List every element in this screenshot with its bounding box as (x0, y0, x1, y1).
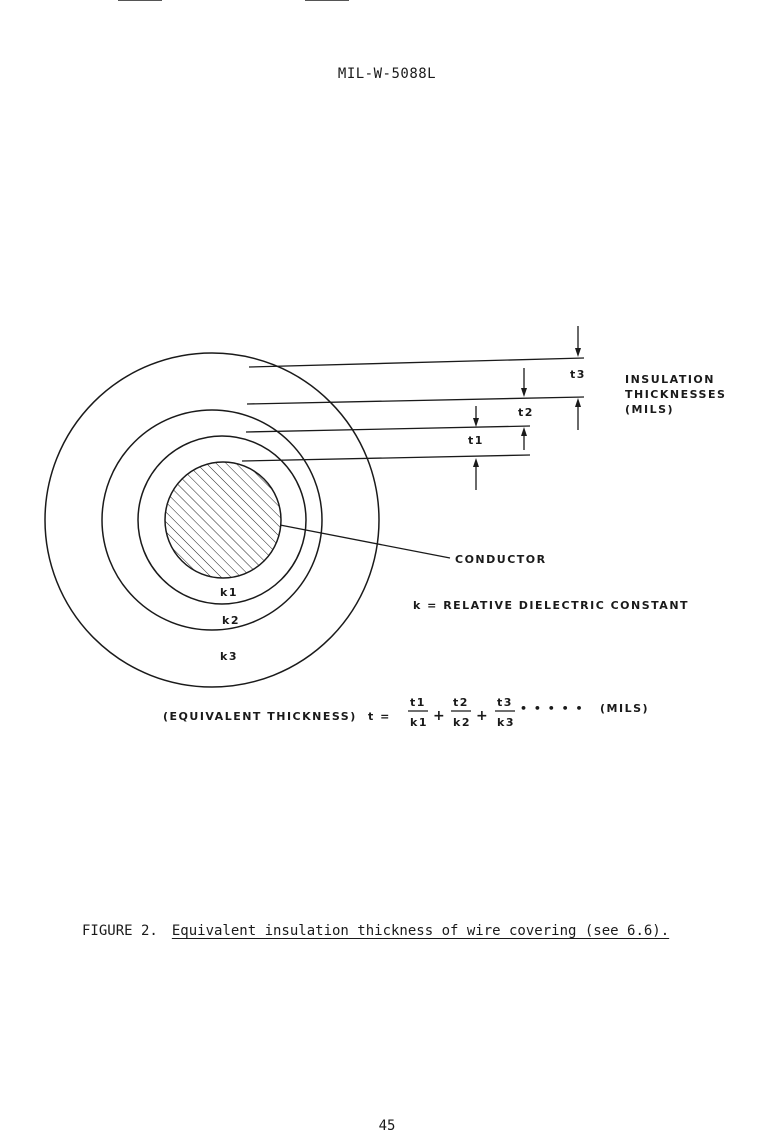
label-k1: k1 (220, 586, 238, 599)
label-dielectric-constant: k = RELATIVE DIELECTRIC CONSTANT (413, 599, 689, 612)
top-rule-left (118, 0, 162, 1)
insulation-layer-2 (101, 409, 323, 631)
equation-den-1: k1 (410, 716, 428, 729)
label-insulation-line1: INSULATION (625, 373, 715, 386)
label-k3: k3 (220, 650, 238, 663)
label-insulation-line3: (MILS) (625, 403, 674, 416)
label-t3: t3 (570, 368, 586, 381)
extension-line-conductor (241, 454, 531, 462)
conductor-leader-line (279, 524, 451, 559)
figure-caption-label: FIGURE 2. (82, 923, 158, 939)
equation-plus-2: + (476, 708, 489, 724)
equation-prefix: (EQUIVALENT THICKNESS) (163, 710, 357, 723)
label-t1: t1 (468, 434, 484, 447)
equation-dots: • • • • • (520, 702, 584, 715)
equation-unit: (MILS) (600, 702, 649, 715)
t3-arrowhead-down (575, 348, 581, 357)
extension-line-outer (248, 357, 585, 368)
equation-plus-1: + (433, 708, 446, 724)
label-t2: t2 (518, 406, 534, 419)
equation-num-1: t1 (410, 696, 426, 709)
label-conductor: CONDUCTOR (455, 553, 547, 566)
equation-num-2: t2 (453, 696, 469, 709)
label-k2: k2 (222, 614, 240, 627)
label-insulation-line2: THICKNESSES (625, 388, 726, 401)
t2-arrowhead-up (521, 427, 527, 436)
equation-den-2: k2 (453, 716, 471, 729)
page-number: 45 (378, 1118, 396, 1134)
document-id: MIL-W-5088L (337, 66, 437, 82)
extension-line-layer2 (246, 396, 585, 405)
equation-den-3: k3 (497, 716, 515, 729)
insulation-layer-3 (44, 352, 380, 688)
insulation-layer-1 (137, 435, 307, 605)
t1-arrowhead-down (473, 418, 479, 427)
equation-lhs: t = (368, 710, 391, 723)
t1-arrowhead-up (473, 458, 479, 467)
t2-arrowhead-down (521, 388, 527, 397)
equation-num-3: t3 (497, 696, 513, 709)
t3-arrowhead-up (575, 398, 581, 407)
top-rule-right (305, 0, 349, 1)
figure-caption: FIGURE 2. Equivalent insulation thickness… (82, 923, 669, 939)
conductor-core (164, 461, 282, 579)
figure-caption-text: Equivalent insulation thickness of wire … (171, 923, 670, 939)
extension-line-layer1 (245, 425, 531, 433)
